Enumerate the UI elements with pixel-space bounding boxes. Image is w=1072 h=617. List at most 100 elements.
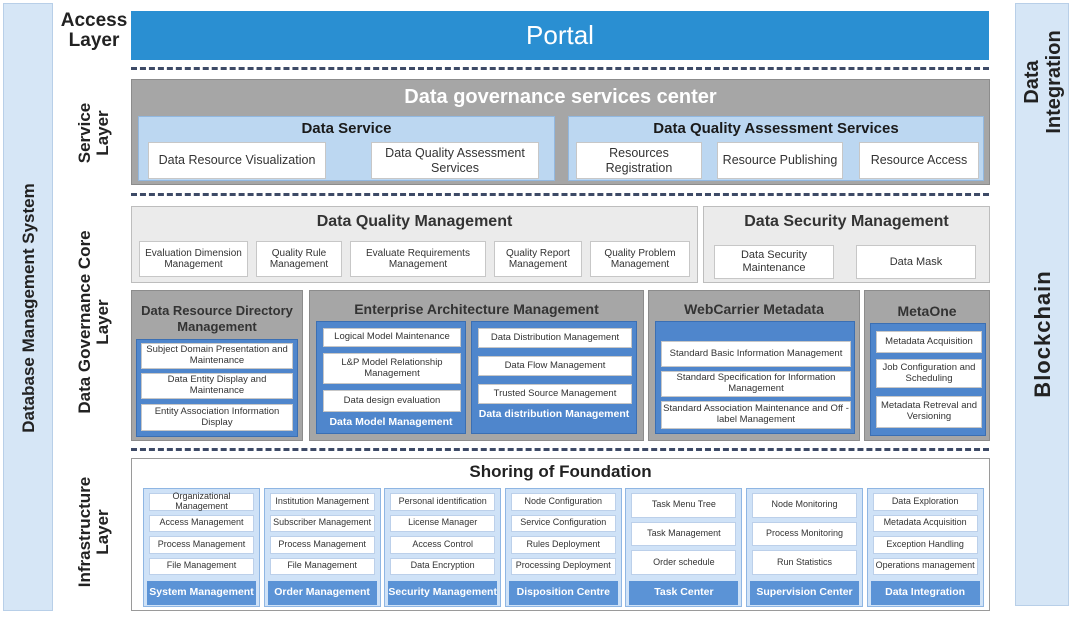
foundation-item: Organizational Management	[149, 491, 254, 511]
dqm-item-evaluation-dimension: Evaluation Dimension Management	[139, 241, 248, 277]
blockchain-label: Blockchain	[1030, 270, 1055, 398]
metaone-title: MetaOne	[897, 303, 957, 319]
lp-model-relationship: L&P Model Relationship Management	[323, 353, 461, 384]
data-resource-directory-management: Data Resource Directory Management Subje…	[131, 290, 303, 441]
metadata-retrieval-versioning: Metadata Retreval and Versioning	[876, 396, 982, 428]
drdm-subject-domain: Subject Domain Presentation and Maintena…	[141, 343, 293, 369]
dqm-title: Data Quality Management	[316, 213, 513, 230]
foundation-item: Node Monitoring	[752, 493, 857, 518]
separator-core	[131, 448, 989, 451]
foundation-item: Rules Deployment	[510, 536, 616, 554]
dqm-item-quality-rule: Quality Rule Management	[256, 241, 342, 277]
resources-registration: Resources Registration	[576, 142, 702, 179]
foundation-item: License Manager	[390, 514, 496, 532]
foundation-column-title: Security Management	[388, 581, 498, 605]
foundation-item: Processing Deployment	[510, 557, 616, 575]
portal-bar: Portal	[131, 11, 989, 60]
foundation-column-title: Data Integration	[870, 581, 980, 605]
database-management-label: Database Management System	[19, 183, 38, 433]
foundation-column-title: Disposition Centre	[508, 581, 618, 605]
dqa-services-panel: Data Quality Assessment Services Resourc…	[568, 116, 984, 181]
foundation-column-title: Supervision Center	[750, 581, 859, 605]
service-layer-label: Service Layer	[75, 102, 112, 164]
dqm-item-quality-report: Quality Report Management	[494, 241, 582, 277]
data-distribution-management-title: Data distribution Management	[478, 408, 630, 420]
foundation-item: Operations management	[872, 557, 978, 575]
services-center: Data governance services center Data Ser…	[131, 79, 990, 185]
infrastructure-layer-label: Infrastructure Layer	[75, 476, 112, 588]
standard-basic-information: Standard Basic Information Management	[661, 341, 851, 367]
data-distribution-management-panel: Data Distribution Management Data Flow M…	[471, 321, 637, 434]
enterprise-architecture-management: Enterprise Architecture Management Logic…	[309, 290, 644, 441]
data-service-title: Data Service	[301, 120, 392, 137]
foundation-item: Metadata Acquisition	[872, 514, 978, 532]
core-layer-label: Data Governance Core Layer	[75, 230, 112, 414]
foundation-item: Personal identification	[390, 493, 496, 511]
dqa-services-title: Data Quality Assessment Services	[653, 120, 899, 137]
foundation-item: Data Encryption	[390, 557, 496, 575]
foundation-item: Run Statistics	[752, 550, 857, 575]
data-mask: Data Mask	[856, 245, 976, 279]
webcarrier-metadata: WebCarrier Metadata Standard Basic Infor…	[648, 290, 860, 441]
foundation-item: Access Management	[149, 514, 254, 532]
webcarrier-panel: Standard Basic Information Management St…	[655, 321, 855, 434]
resource-access: Resource Access	[859, 142, 979, 179]
data-integration-label: Data Integration	[1021, 30, 1065, 134]
foundation-item: Exception Handling	[872, 536, 978, 554]
foundation-column-title: System Management	[147, 581, 256, 605]
foundation-title: Shoring of Foundation	[469, 462, 652, 481]
data-model-management: Logical Model Maintenance L&P Model Rela…	[316, 321, 466, 434]
foundation-item: Order schedule	[631, 550, 737, 575]
dqm-item-evaluate-requirements: Evaluate Requirements Management	[350, 241, 486, 277]
foundation-item: Data Exploration	[872, 493, 978, 511]
webcarrier-title: WebCarrier Metadata	[684, 301, 824, 317]
separator-access	[131, 67, 989, 70]
right-integration-bar: Data Integration Blockchain	[1015, 3, 1069, 606]
dqm-item-quality-problem: Quality Problem Management	[590, 241, 690, 277]
metaone: MetaOne Metadata Acquisition Job Configu…	[864, 290, 990, 441]
data-model-management-title: Data Model Management	[329, 416, 453, 428]
data-design-evaluation: Data design evaluation	[323, 390, 461, 412]
services-center-title: Data governance services center	[404, 86, 717, 108]
metaone-panel: Metadata Acquisition Job Configuration a…	[870, 323, 986, 436]
drdm-data-entity: Data Entity Display and Maintenance	[141, 373, 293, 399]
drdm-entity-association: Entity Association Information Display	[141, 404, 293, 431]
foundation-item: Task Menu Tree	[631, 493, 737, 518]
data-security-management: Data Security Management Data Security M…	[703, 206, 990, 283]
resource-publishing: Resource Publishing	[717, 142, 843, 179]
drdm-panel: Subject Domain Presentation and Maintena…	[136, 339, 298, 437]
standard-association-maintenance: Standard Association Maintenance and Off…	[661, 401, 851, 429]
database-management-bar: Database Management System	[3, 3, 53, 611]
drdm-title: Data Resource Directory Management	[141, 303, 293, 334]
dsm-title: Data Security Management	[744, 213, 949, 230]
foundation-item: Node Configuration	[510, 493, 616, 511]
foundation-item: Subscriber Management	[269, 514, 375, 532]
job-configuration-scheduling: Job Configuration and Scheduling	[876, 359, 982, 388]
foundation-column-title: Order Management	[267, 581, 377, 605]
foundation-item: Access Control	[390, 536, 496, 554]
data-quality-management: Data Quality Management Evaluation Dimen…	[131, 206, 698, 283]
metadata-acquisition: Metadata Acquisition	[876, 331, 982, 353]
foundation-item: Process Management	[269, 536, 375, 554]
foundation-item: Process Monitoring	[752, 521, 857, 547]
separator-service	[131, 193, 989, 196]
portal-label: Portal	[526, 20, 594, 50]
foundation-item: Service Configuration	[510, 514, 616, 532]
trusted-source-management: Trusted Source Management	[478, 384, 632, 404]
foundation-item: Institution Management	[269, 493, 375, 511]
data-flow-management: Data Flow Management	[478, 356, 632, 376]
foundation-item: File Management	[269, 557, 375, 575]
data-quality-assessment-services-item: Data Quality Assessment Services	[371, 142, 539, 179]
foundation-column-title: Task Center	[629, 581, 739, 605]
foundation-item: Process Management	[149, 536, 254, 554]
foundation-item: Task Management	[631, 521, 737, 547]
access-layer-label: Access Layer	[60, 10, 128, 51]
foundation-item: File Management	[149, 557, 254, 575]
eam-title: Enterprise Architecture Management	[354, 301, 599, 317]
